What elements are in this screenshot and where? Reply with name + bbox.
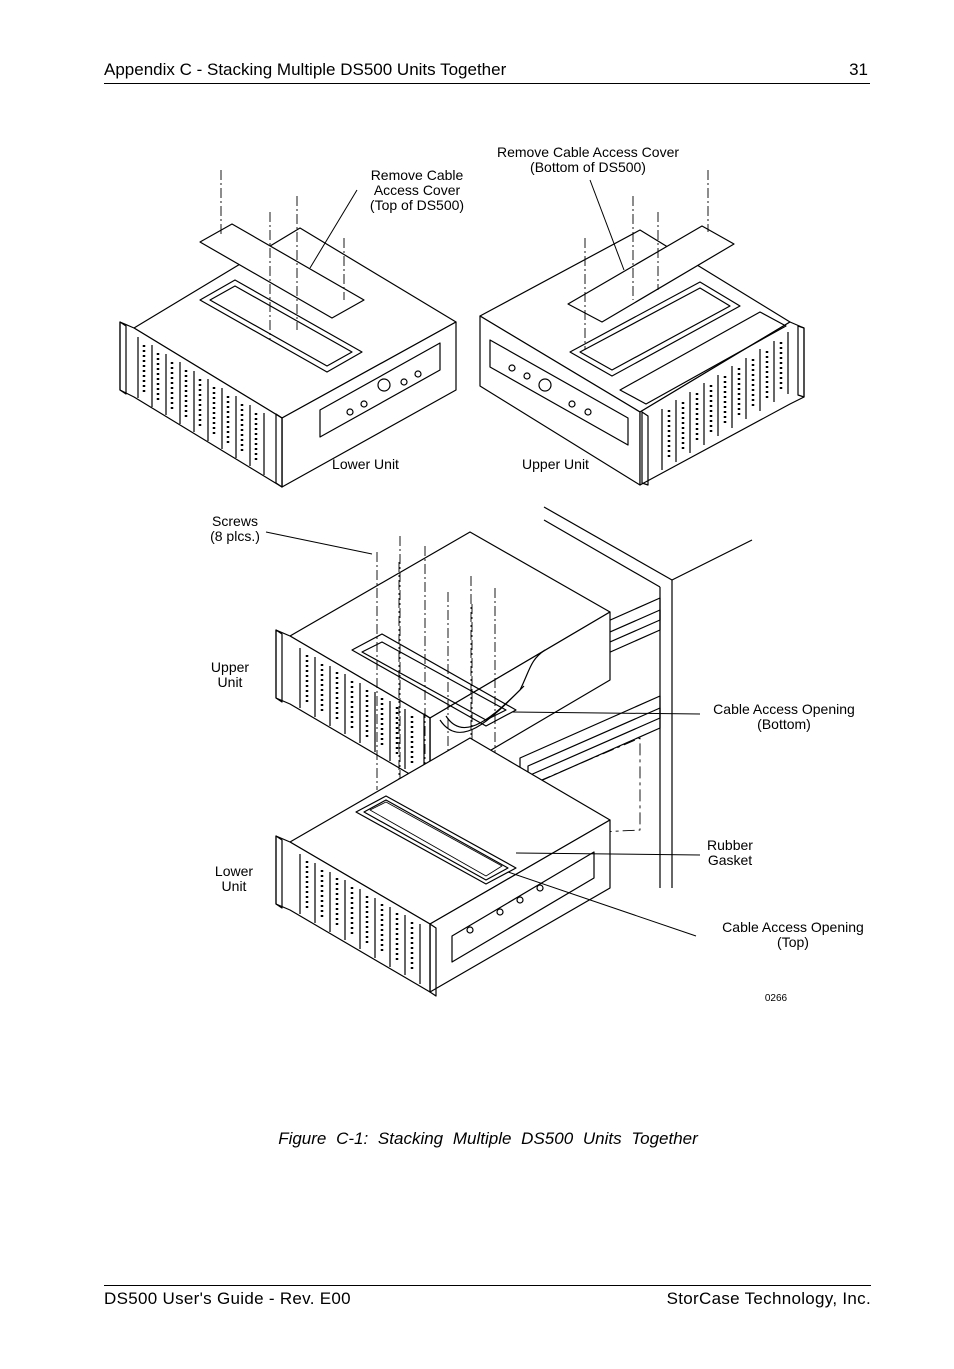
label-line: Unit [221,878,247,894]
label-remove-cover-top: Remove Cable Access Cover (Top of DS500) [357,168,477,213]
label-line: Remove Cable [370,167,464,183]
label-line: Screws [212,513,258,529]
label-cable-access-opening-bottom: Cable Access Opening (Bottom) [700,702,868,732]
label-upper-unit-top: Upper Unit [522,456,589,472]
figure-caption: Figure C-1: Stacking Multiple DS500 Unit… [278,1129,698,1148]
label-line: Unit [217,674,243,690]
label-rubber-gasket: Rubber Gasket [700,838,760,868]
label-line: Gasket [707,852,753,868]
label-line: (Bottom of DS500) [530,159,646,175]
footer-right: StorCase Technology, Inc. [666,1289,871,1308]
page-footer: DS500 User's Guide - Rev. E00 StorCase T… [104,1285,871,1308]
label-lower-unit-top: Lower Unit [332,456,399,472]
label-line: (8 plcs.) [210,528,260,544]
label-remove-cover-bottom: Remove Cable Access Cover (Bottom of DS5… [478,145,698,175]
page-number: 31 [849,60,868,79]
label-line: Upper [210,659,250,675]
header-title: Appendix C - Stacking Multiple DS500 Uni… [104,60,507,79]
label-line: Remove Cable Access Cover [496,144,680,160]
label-line: Cable Access Opening [722,919,864,935]
label-cable-access-opening-top: Cable Access Opening (Top) [708,920,878,950]
page-header: Appendix C - Stacking Multiple DS500 Uni… [104,59,870,84]
figure-id: 0266 [764,993,788,1004]
label-line: Rubber [707,837,753,853]
label-line: (Top of DS500) [369,197,465,213]
lower-unit-top-view [119,170,457,488]
upper-unit-stacked [265,531,611,830]
label-upper-unit: Upper Unit [200,660,260,690]
label-screws: Screws (8 plcs.) [200,514,270,544]
label-line: (Bottom) [757,716,811,732]
label-line: Access Cover [373,182,461,198]
lower-unit-stacked [275,737,611,997]
label-line: Cable Access Opening [713,701,855,717]
label-line: Lower [214,863,254,879]
label-line: (Top) [777,934,809,950]
label-lower-unit: Lower Unit [204,864,264,894]
upper-unit-bottom-view [479,170,805,486]
footer-left: DS500 User's Guide - Rev. E00 [104,1289,351,1308]
